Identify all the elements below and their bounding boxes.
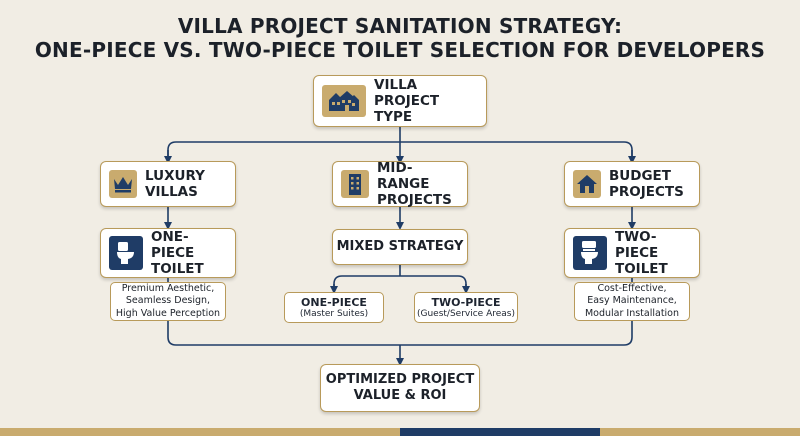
luxury-villas-node: LUXURY VILLAS [100, 161, 236, 207]
mid-range-node: MID-RANGE PROJECTS [332, 160, 468, 208]
budget-projects-node: BUDGET PROJECTS [564, 161, 700, 207]
footer-bar-left [0, 428, 400, 436]
budget-benefit-item: Cost-Effective, [597, 282, 667, 294]
two-piece-toilet-node: TWO-PIECE TOILET [564, 228, 700, 278]
root-label: VILLA PROJECT TYPE [374, 77, 440, 125]
footer-bar-right [600, 428, 800, 436]
one-piece-option-title: ONE-PIECE [301, 295, 367, 309]
luxury-benefit-item: High Value Perception [115, 307, 221, 319]
one-piece-toilet-label: ONE-PIECE TOILET [151, 229, 204, 277]
two-piece-option: TWO-PIECE (Guest/Service Areas) [414, 292, 518, 323]
luxury-benefit-item: Seamless Design, [125, 295, 211, 307]
diagram-title-line1: VILLA PROJECT SANITATION STRATEGY: [177, 14, 623, 38]
toilet-icon [573, 236, 607, 270]
connector-mixed-split [333, 265, 467, 290]
two-piece-option-desc: (Guest/Service Areas) [416, 308, 515, 319]
mixed-strategy-node: MIXED STRATEGY [332, 229, 468, 265]
outcome-node: OPTIMIZED PROJECT VALUE & ROI [320, 364, 480, 412]
budget-projects-label: BUDGET PROJECTS [609, 168, 684, 200]
budget-benefit-item: Easy Maintenance, [587, 295, 677, 307]
one-piece-option: ONE-PIECE (Master Suites) [284, 292, 384, 323]
root-node: VILLA PROJECT TYPE [313, 75, 487, 127]
two-piece-option-title: TWO-PIECE [431, 295, 501, 309]
outcome-line1: OPTIMIZED PROJECT [325, 372, 475, 387]
crown-icon [109, 170, 137, 198]
mid-range-label: MID-RANGE PROJECTS [377, 160, 452, 208]
two-piece-toilet-label: TWO-PIECE TOILET [615, 229, 668, 277]
toilet-icon [109, 236, 143, 270]
luxury-benefit-item: Premium Aesthetic, [121, 282, 215, 294]
luxury-villas-label: LUXURY VILLAS [145, 168, 205, 200]
one-piece-option-desc: (Master Suites) [299, 308, 369, 319]
house-icon [573, 170, 601, 198]
diagram-title-line2: ONE-PIECE VS. TWO-PIECE TOILET SELECTION… [34, 38, 766, 62]
one-piece-toilet-node: ONE-PIECE TOILET [100, 228, 236, 278]
apartment-building-icon [341, 170, 369, 198]
villa-building-icon [322, 85, 366, 117]
connector-merge [167, 321, 633, 346]
budget-benefits: Cost-Effective, Easy Maintenance, Modula… [574, 282, 690, 321]
footer-bar-center [400, 428, 600, 436]
luxury-benefits: Premium Aesthetic, Seamless Design, High… [110, 282, 226, 321]
budget-benefit-item: Modular Installation [584, 307, 680, 319]
mixed-strategy-label: MIXED STRATEGY [336, 239, 464, 254]
outcome-line2: VALUE & ROI [353, 388, 447, 403]
